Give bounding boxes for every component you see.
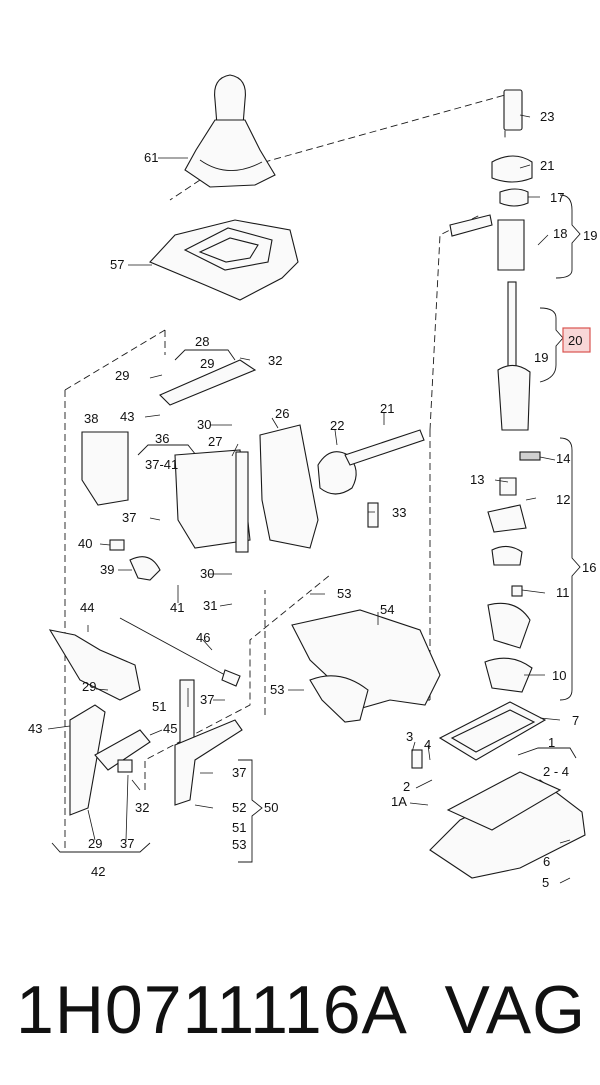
bracket-50 bbox=[238, 759, 263, 863]
callout-29-c: 29 bbox=[82, 679, 96, 694]
callout-32-bottom: 32 bbox=[135, 800, 149, 815]
shift-shaft-assembly bbox=[449, 89, 541, 693]
bracket-20 bbox=[539, 307, 564, 383]
callout-37-b: 37 bbox=[200, 692, 214, 707]
callout-36: 36 bbox=[155, 431, 169, 446]
callout-28: 28 bbox=[195, 334, 209, 349]
callout-22: 22 bbox=[330, 418, 344, 433]
callout-37-a: 37 bbox=[122, 510, 136, 525]
footer: 1H0711116A VAG bbox=[0, 955, 600, 1065]
callout-32-top: 32 bbox=[268, 353, 282, 368]
callout-37-41: 37-41 bbox=[145, 457, 178, 472]
bracket-42 bbox=[51, 842, 151, 853]
callout-37-d: 37 bbox=[120, 836, 134, 851]
callout-53-bottom: 53 bbox=[232, 837, 246, 852]
callout-14: 14 bbox=[556, 451, 570, 466]
callout-26: 26 bbox=[275, 406, 289, 421]
callout-1A: 1A bbox=[391, 794, 407, 809]
callout-10: 10 bbox=[552, 668, 566, 683]
callout-50: 50 bbox=[264, 800, 278, 815]
callout-51-a: 51 bbox=[152, 699, 166, 714]
callout-44: 44 bbox=[80, 600, 94, 615]
callout-53-mid: 53 bbox=[270, 682, 284, 697]
housing-assembly bbox=[411, 701, 586, 879]
bracket-28 bbox=[174, 349, 236, 361]
callout-13: 13 bbox=[470, 472, 484, 487]
console-trim bbox=[149, 219, 299, 301]
gear-knob bbox=[184, 74, 276, 188]
callout-29-b: 29 bbox=[115, 368, 129, 383]
callout-30-mid: 30 bbox=[200, 566, 214, 581]
callout-3: 3 bbox=[406, 729, 413, 744]
callout-20: 20 bbox=[568, 333, 582, 348]
callout-23: 23 bbox=[540, 109, 554, 124]
callout-46: 46 bbox=[196, 630, 210, 645]
part-number: 1H0711116A bbox=[16, 972, 408, 1048]
callout-1: 1 bbox=[548, 735, 555, 750]
brand-label: VAG bbox=[444, 972, 586, 1048]
callout-2: 2 bbox=[403, 779, 410, 794]
callout-51-b: 51 bbox=[232, 820, 246, 835]
exploded-parts-diagram: 23 21 17 18 19 20 19 14 13 12 16 11 10 7… bbox=[28, 74, 597, 890]
callout-18: 18 bbox=[553, 226, 567, 241]
callout-21-top: 21 bbox=[540, 158, 554, 173]
bracket-16 bbox=[559, 437, 581, 701]
bracket-36 bbox=[137, 444, 197, 456]
callout-40: 40 bbox=[78, 536, 92, 551]
callout-37-c: 37 bbox=[232, 765, 246, 780]
callout-16: 16 bbox=[582, 560, 596, 575]
callout-4: 4 bbox=[424, 737, 431, 752]
callout-7: 7 bbox=[572, 713, 579, 728]
lower-lever-assembly bbox=[69, 679, 243, 816]
callout-30-top: 30 bbox=[197, 417, 211, 432]
callout-43-top: 43 bbox=[120, 409, 134, 424]
callout-29-a: 29 bbox=[200, 356, 214, 371]
callout-29-d: 29 bbox=[88, 836, 102, 851]
callout-52: 52 bbox=[232, 800, 246, 815]
callout-39: 39 bbox=[100, 562, 114, 577]
callout-43-bottom: 43 bbox=[28, 721, 42, 736]
callout-19-top: 19 bbox=[583, 228, 597, 243]
callout-6: 6 bbox=[543, 854, 550, 869]
callout-labels: 23 21 17 18 19 20 19 14 13 12 16 11 10 7… bbox=[28, 109, 597, 890]
callout-38: 38 bbox=[84, 411, 98, 426]
highlight-box-20 bbox=[562, 327, 591, 353]
callout-53-top: 53 bbox=[337, 586, 351, 601]
callout-57: 57 bbox=[110, 257, 124, 272]
callout-61: 61 bbox=[144, 150, 158, 165]
callout-12: 12 bbox=[556, 492, 570, 507]
callout-33: 33 bbox=[392, 505, 406, 520]
bracket-19-top bbox=[555, 194, 581, 279]
callout-21-mid: 21 bbox=[380, 401, 394, 416]
callout-54: 54 bbox=[380, 602, 394, 617]
callout-27: 27 bbox=[208, 434, 222, 449]
callout-17: 17 bbox=[550, 190, 564, 205]
callout-41: 41 bbox=[170, 600, 184, 615]
callout-31: 31 bbox=[203, 598, 217, 613]
cable-and-lever bbox=[48, 609, 441, 723]
central-linkage bbox=[81, 359, 425, 581]
callout-5: 5 bbox=[542, 875, 549, 890]
callout-45: 45 bbox=[163, 721, 177, 736]
callout-19-lower: 19 bbox=[534, 350, 548, 365]
callout-2-4: 2 - 4 bbox=[543, 764, 569, 779]
callout-11: 11 bbox=[556, 585, 570, 600]
callout-42: 42 bbox=[91, 864, 105, 879]
bracket-1 bbox=[517, 747, 577, 759]
assembly-boundary-left bbox=[64, 329, 166, 850]
leader-lines bbox=[47, 114, 571, 884]
assembly-boundary-middle bbox=[144, 574, 331, 790]
